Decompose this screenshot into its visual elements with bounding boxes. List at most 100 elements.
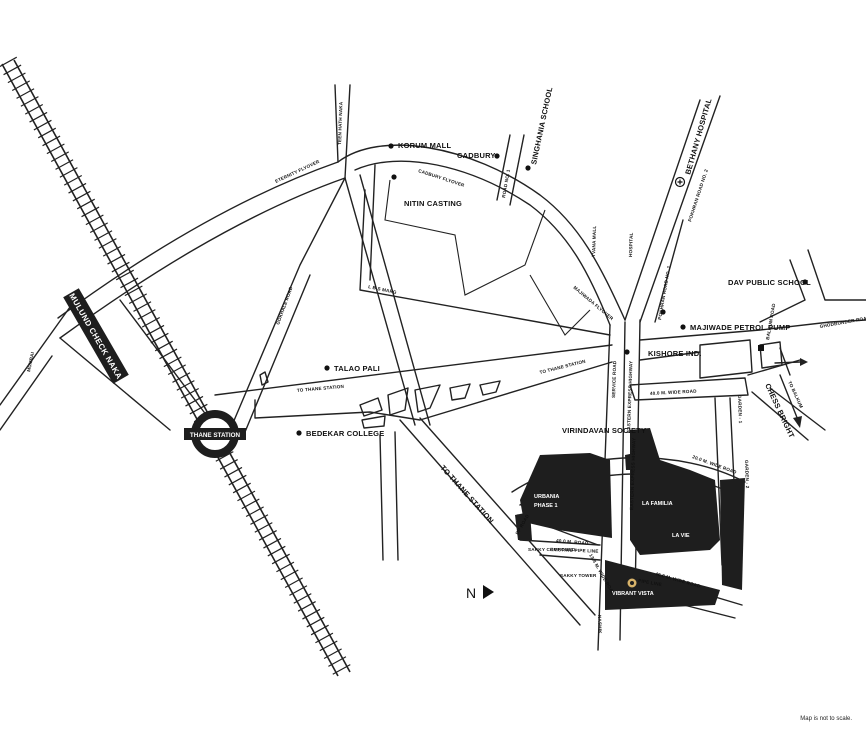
label-korum-mall: KORUM MALL: [398, 141, 451, 150]
railway-tie: [163, 356, 182, 368]
project-la-vie: [720, 478, 745, 590]
label-cadbury: CADBURY: [457, 151, 496, 160]
cadbury-flyover: [337, 144, 626, 426]
hospital-icon: [674, 176, 686, 188]
railway-tie: [267, 545, 286, 557]
landmark-labels: KORUM MALL CADBURY NITIN CASTING DAV PUB…: [306, 141, 811, 578]
label-sakky-tower: SAKKY TOWER: [560, 573, 597, 578]
railway-tie: [124, 285, 143, 297]
label-thane-station: THANE STATION: [190, 432, 241, 439]
label-teen-hath-naka: TEEN HATH NAKA: [337, 101, 344, 145]
railway-tie: [323, 648, 342, 660]
label-garden-2: GARDEN - 2: [744, 460, 750, 489]
railway-tie: [16, 88, 35, 99]
railway-tie: [289, 585, 308, 596]
railway-tie: [172, 372, 191, 383]
railway-tie: [167, 364, 186, 376]
railway-tie: [332, 664, 351, 675]
railway-tie: [241, 498, 260, 510]
label-ghodbunder-road: GHODBUNDER ROAD: [819, 315, 866, 329]
railway-tie: [7, 72, 26, 84]
label-service-road: SERVICE ROAD: [611, 360, 617, 398]
railway-tie: [72, 190, 91, 202]
korum-mall-dot: [388, 143, 394, 149]
label-to-thane-station-1: TO THANE STATION: [297, 384, 345, 393]
project-labels: URBANIA PHASE 1 LA FAMILIA LA VIE VIBRAN…: [534, 494, 690, 597]
mulund-check-naka-badge: MULUND CHECK NAKA: [63, 288, 129, 384]
landmark-dots: [296, 143, 808, 436]
mumbai-road: [0, 299, 76, 431]
railway-tie: [310, 624, 329, 636]
railway-tie: [50, 151, 70, 163]
railway-tie: [24, 103, 44, 115]
railway-tie: [0, 56, 18, 68]
railway-tie: [63, 174, 83, 186]
railway-tie: [254, 522, 273, 533]
project-la-familia: [630, 428, 720, 555]
railway-tie: [37, 127, 57, 139]
thane-station-badge: THANE STATION: [184, 410, 246, 458]
railway-tie: [271, 553, 290, 565]
cadbury-dot: [494, 153, 500, 159]
railway-tie: [137, 309, 156, 320]
railway-tie: [46, 143, 65, 155]
label-40m-road: 40.0 M. ROAD: [556, 538, 589, 546]
railway-tie: [59, 167, 78, 178]
railway-tie: [94, 230, 113, 241]
bedekar-college-dot: [296, 430, 302, 436]
label-urbania-1: URBANIA: [534, 494, 559, 500]
railway-tie: [133, 301, 152, 312]
railway-line: [0, 56, 351, 677]
railway-tie: [232, 482, 251, 494]
railway-tie: [319, 640, 338, 652]
railway-tie: [98, 238, 117, 249]
thane-station-road: [214, 344, 613, 421]
label-mumbai: MUMBAI: [26, 352, 35, 373]
railway-tie: [219, 459, 238, 470]
label-la-vie: LA VIE: [672, 533, 690, 539]
railway-tie: [89, 222, 109, 234]
direction-arrows: [774, 347, 808, 428]
gokhale-road: [229, 177, 346, 433]
talao-pali-dot: [324, 365, 330, 371]
pokhran-dot: [660, 309, 666, 315]
railway-tie: [76, 198, 96, 210]
railway-tie: [263, 537, 282, 549]
railway-tie: [20, 96, 39, 107]
label-kishore-ind: KISHORE IND.: [648, 349, 702, 358]
label-eastern-express-1: EASTERN EXPRESS HIGHWAY: [626, 361, 634, 433]
junction-marker: [758, 345, 764, 351]
singhania-school-dot: [525, 165, 531, 171]
railway-tie: [328, 656, 347, 667]
railway-tie: [228, 474, 247, 486]
pokhran-roads: [496, 95, 721, 323]
label-bedekar-college: BEDEKAR COLLEGE: [306, 429, 384, 438]
railway-tie: [85, 214, 104, 226]
north-arrow: N: [466, 585, 494, 601]
kishore-ind-dot: [624, 349, 630, 355]
dav-school-dot: [802, 279, 808, 285]
railway-tie: [189, 403, 208, 415]
railway-tie: [55, 159, 74, 170]
railway-tie: [128, 293, 147, 305]
label-majiwada-flyover: MAJIWADA FLYOVER: [572, 285, 614, 322]
project-urbania: [520, 453, 612, 538]
label-pokhran-2: POKHRAN ROAD NO. 2: [687, 168, 709, 222]
railway-tie: [176, 380, 195, 391]
north-arrow-icon: [483, 585, 494, 599]
label-garden-1: GARDEN - 1: [737, 395, 743, 424]
label-sakky-compound: SAKKY COMPOUND: [528, 547, 576, 552]
railway-tie: [306, 616, 325, 628]
railway-tie: [11, 80, 31, 92]
railway-tie: [107, 253, 126, 265]
petrol-pump-dot: [680, 324, 686, 330]
label-dav-school: DAV PUBLIC SCHOOL: [728, 278, 811, 287]
railway-tie: [111, 261, 130, 273]
majiwade-roads: [629, 249, 866, 441]
railway-tie: [146, 324, 165, 336]
label-pipe-line: PIPE LINE: [638, 578, 663, 587]
label-tvana-mall: TVANA MALL: [591, 226, 597, 257]
label-existing-pipe-line: EXISTING PIPE LINE: [550, 547, 599, 554]
label-nitin-casting: NITIN CASTING: [404, 199, 462, 208]
